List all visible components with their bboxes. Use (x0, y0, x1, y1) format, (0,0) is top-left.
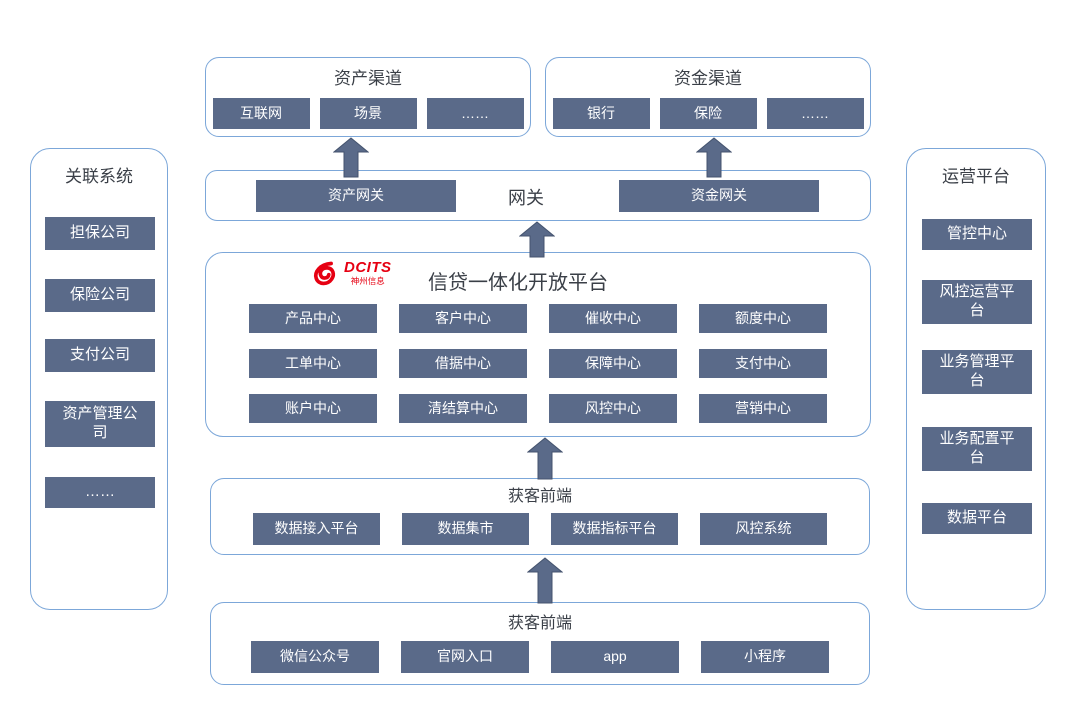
business-management-platform-block: 业务管理平台 (922, 350, 1032, 394)
gateway-box: 资产网关 网关 资金网关 (205, 170, 871, 221)
up-arrow-to-fund-channel (696, 137, 732, 178)
center-loan-note: 借据中心 (399, 349, 527, 378)
dcits-brand-name: DCITS (344, 259, 392, 276)
block-label: 担保公司 (69, 224, 130, 242)
related-systems-panel: 关联系统 担保公司 保险公司 支付公司 资产管理公司 …… (30, 148, 168, 610)
data-indicator-platform: 数据指标平台 (551, 513, 678, 545)
risk-system: 风控系统 (700, 513, 827, 545)
center-collection: 催收中心 (549, 304, 677, 333)
center-payment: 支付中心 (699, 349, 827, 378)
dcits-swirl-icon (313, 261, 336, 286)
fund-gateway-block: 资金网关 (619, 180, 819, 212)
acquisition-frontend-title: 获客前端 (507, 615, 572, 632)
official-site-entry: 官网入口 (401, 641, 529, 673)
acquisition-frontend-items: 微信公众号 官网入口 app 小程序 (211, 641, 869, 673)
center-risk: 风控中心 (549, 394, 677, 423)
insurance-company-block: 保险公司 (45, 279, 155, 312)
asset-gateway-block: 资产网关 (256, 180, 456, 212)
asset-channel-item-scene: 场景 (319, 98, 417, 129)
platform-center-grid: 产品中心 客户中心 催收中心 额度中心 工单中心 借据中心 保障中心 支付中心 … (249, 304, 827, 423)
center-product: 产品中心 (249, 304, 377, 333)
center-quota: 额度中心 (699, 304, 827, 333)
more-related-systems-block: …… (45, 477, 155, 508)
block-label: 业务管理平台 (939, 353, 1015, 389)
asset-channel-item-more: …… (426, 98, 524, 129)
wechat-official-account: 微信公众号 (251, 641, 379, 673)
data-access-platform: 数据接入平台 (253, 513, 380, 545)
center-settlement: 清结算中心 (399, 394, 527, 423)
fund-channel-item-insurance: 保险 (659, 98, 757, 129)
fund-channel-box: 资金渠道 银行 保险 …… (545, 57, 871, 137)
block-label: 保险公司 (69, 286, 130, 304)
app-entry: app (551, 641, 679, 673)
up-arrow-to-data-frontend (527, 557, 563, 604)
fund-channel-item-more: …… (766, 98, 864, 129)
data-frontend-items: 数据接入平台 数据集市 数据指标平台 风控系统 (211, 513, 869, 545)
payment-company-block: 支付公司 (45, 339, 155, 372)
guarantee-company-block: 担保公司 (45, 217, 155, 250)
dcits-brand-chinese: 神州信息 (350, 276, 385, 286)
dcits-logo: DCITS 神州信息 (311, 260, 392, 288)
business-config-platform-block: 业务配置平台 (922, 427, 1032, 471)
asset-channel-items: 互联网 场景 …… (206, 98, 530, 129)
center-account: 账户中心 (249, 394, 377, 423)
related-systems-title: 关联系统 (65, 167, 133, 186)
up-arrow-to-platform (527, 437, 563, 480)
block-label: 业务配置平台 (939, 430, 1015, 466)
data-mart: 数据集市 (402, 513, 529, 545)
center-customer: 客户中心 (399, 304, 527, 333)
platform-title: 信贷一体化开放平台 (428, 272, 608, 294)
fund-channel-title: 资金渠道 (674, 69, 742, 88)
fund-channel-items: 银行 保险 …… (546, 98, 870, 129)
block-label: 数据平台 (946, 509, 1007, 527)
center-workorder: 工单中心 (249, 349, 377, 378)
block-label: 支付公司 (69, 346, 130, 364)
gateway-label: 网关 (508, 188, 544, 208)
data-frontend-title: 获客前端 (507, 488, 572, 505)
dcits-logo-text: DCITS 神州信息 (344, 260, 392, 286)
block-label: 管控中心 (946, 225, 1007, 243)
risk-operation-platform-block: 风控运营平台 (922, 280, 1032, 324)
center-marketing: 营销中心 (699, 394, 827, 423)
block-label: 资产管理公司 (62, 405, 138, 441)
acquisition-frontend-box: 获客前端 微信公众号 官网入口 app 小程序 (210, 602, 870, 685)
asset-channel-title: 资产渠道 (334, 69, 402, 88)
up-arrow-to-gateway (519, 221, 555, 258)
fund-channel-item-bank: 银行 (552, 98, 650, 129)
asset-management-company-block: 资产管理公司 (45, 401, 155, 447)
block-label: …… (85, 483, 115, 501)
data-frontend-box: 获客前端 数据接入平台 数据集市 数据指标平台 风控系统 (210, 478, 870, 555)
asset-channel-item-internet: 互联网 (212, 98, 310, 129)
center-guarantee: 保障中心 (549, 349, 677, 378)
asset-channel-box: 资产渠道 互联网 场景 …… (205, 57, 531, 137)
block-label: 风控运营平台 (939, 283, 1015, 319)
credit-platform-box: DCITS 神州信息 信贷一体化开放平台 产品中心 客户中心 催收中心 额度中心… (205, 252, 871, 437)
mini-program: 小程序 (701, 641, 829, 673)
data-platform-block: 数据平台 (922, 503, 1032, 534)
operation-platform-panel: 运营平台 管控中心 风控运营平台 业务管理平台 业务配置平台 数据平台 (906, 148, 1046, 610)
up-arrow-to-asset-channel (333, 137, 369, 178)
control-center-block: 管控中心 (922, 219, 1032, 250)
operation-platform-title: 运营平台 (942, 167, 1010, 186)
